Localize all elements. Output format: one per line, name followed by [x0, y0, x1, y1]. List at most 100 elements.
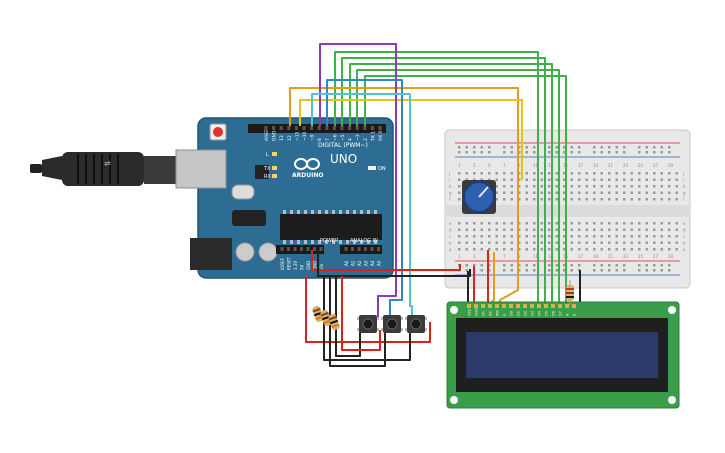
breadboard-column-label: 21 — [608, 254, 614, 259]
push-button-3[interactable] — [405, 315, 427, 333]
breadboard-row-label: d — [449, 228, 452, 233]
breadboard-column-label: 13 — [548, 254, 554, 259]
wire-red-buttons-2 — [341, 276, 381, 351]
breadboard-row-label: a — [683, 247, 686, 252]
led-rx-label: RX — [264, 174, 271, 180]
analog-pin-label: A5 — [377, 260, 382, 266]
wire-green-d5 — [356, 69, 560, 308]
arduino-logo-icon — [294, 158, 320, 170]
breadboard-row-label: g — [449, 191, 452, 196]
led-tx-label: TX — [263, 166, 271, 172]
push-buttons — [357, 315, 427, 333]
push-button-2[interactable] — [381, 315, 403, 333]
breadboard-column-label: 1 — [458, 163, 461, 168]
breadboard-row-label: e — [683, 221, 686, 226]
digital-pin-label: ~9 — [310, 134, 316, 141]
breadboard-column-label: 3 — [473, 163, 476, 168]
breadboard-row-label: h — [683, 184, 686, 189]
digital-pin-label: ~10 — [302, 131, 308, 141]
breadboard-row-label: b — [683, 241, 686, 246]
wire-black-buttons-3 — [335, 276, 361, 357]
wire-purple-button — [319, 43, 397, 318]
reset-button-cap[interactable] — [213, 127, 223, 137]
power-pin-label: Vin — [319, 263, 324, 270]
wire-orange-rs — [289, 87, 519, 308]
breadboard-row-label: d — [683, 228, 686, 233]
breadboard-column-label: 27 — [653, 254, 659, 259]
led-l-label: L — [266, 152, 269, 158]
breadboard-column-label: 11 — [533, 254, 539, 259]
resistors — [312, 305, 340, 331]
breadboard-row-label: g — [683, 191, 686, 196]
lcd-pin-label: A — [566, 313, 570, 316]
breadboard-column-label: 9 — [518, 163, 521, 168]
breadboard-column-label: 7 — [503, 163, 506, 168]
power-pin-label: 5V — [300, 264, 305, 270]
wires — [289, 43, 581, 367]
breadboard-row-label: j — [448, 171, 450, 176]
potentiometer[interactable] — [462, 180, 496, 214]
breadboard-column-label: 17 — [578, 254, 584, 259]
lcd-pin-label: D3 — [531, 311, 535, 316]
analog-pin-label: A1 — [351, 260, 356, 266]
svg-text:⇌: ⇌ — [104, 159, 111, 168]
digital-pin-label: ~6 — [332, 134, 338, 141]
digital-pin-label: 2 — [363, 138, 369, 141]
power-pin-label: IOREF — [280, 257, 285, 270]
lcd-pin-label: D7 — [559, 311, 563, 316]
lcd-pin-label: D2 — [524, 311, 528, 316]
digital-pin-label: GND — [272, 130, 278, 141]
digital-pin-label: AREF — [264, 129, 270, 141]
wire-blue-button — [326, 79, 403, 318]
digital-pin-label: ~11 — [294, 131, 300, 141]
resistor — [328, 313, 340, 331]
lcd-pin-label: K — [573, 313, 577, 316]
breadboard-row-label: a — [449, 247, 452, 252]
on-label: ON — [378, 166, 386, 172]
atmega-chip — [280, 214, 382, 240]
power-pin-label: 3.3V — [293, 261, 298, 270]
digital-pin-label: 7 — [325, 138, 331, 141]
model-label: UNO — [330, 152, 357, 166]
breadboard-column-label: 19 — [593, 254, 599, 259]
breadboard-column-label: 7 — [503, 254, 506, 259]
breadboard-row-label: c — [449, 234, 451, 239]
power-pin-label: RESET — [287, 257, 292, 270]
wire-black-gnd — [317, 250, 471, 277]
analog-pin-label: A2 — [357, 260, 362, 266]
lcd-pin-label: VSS — [468, 308, 472, 316]
breadboard-row-label: i — [683, 178, 684, 183]
push-button-1[interactable] — [357, 315, 379, 333]
digital-label: DIGITAL (PWM~) — [318, 142, 368, 149]
analog-pin-label: A0 — [344, 260, 349, 266]
breadboard-row-label: j — [682, 171, 684, 176]
breadboard-column-label: 23 — [623, 254, 629, 259]
breadboard-row-label: i — [449, 178, 450, 183]
wire-cyan-button — [311, 93, 413, 318]
breadboard-column-label: 29 — [668, 254, 674, 259]
analog-label: ANALOG IN — [350, 238, 378, 244]
breadboard-row-label: h — [449, 184, 452, 189]
brand-label: ARDUINO — [292, 172, 323, 179]
digital-pin-label: 8 — [317, 138, 323, 141]
analog-header — [340, 245, 382, 254]
lcd-pin-label: V0 — [482, 311, 486, 316]
breadboard-column-label: 1 — [458, 254, 461, 259]
breadboard-row-label: b — [449, 241, 452, 246]
lcd-screen — [466, 332, 658, 378]
breadboard-row-label: c — [683, 234, 685, 239]
analog-pin-label: A3 — [364, 260, 369, 266]
lcd-pin-label: RW — [496, 310, 500, 316]
lcd-pin-label: RS — [489, 311, 493, 316]
power-label: POWER — [320, 238, 339, 244]
digital-pin-label: ~3 — [355, 134, 361, 141]
analog-pin-label: A4 — [370, 260, 375, 266]
power-pin-label: GND — [306, 261, 311, 270]
wire-red-5v — [311, 250, 461, 271]
digital-pin-label: 4 — [348, 138, 354, 141]
breadboard-column-label: 23 — [623, 163, 629, 168]
digital-pin-label: 13 — [279, 135, 285, 141]
lcd-pin-label: VDD — [475, 308, 479, 316]
